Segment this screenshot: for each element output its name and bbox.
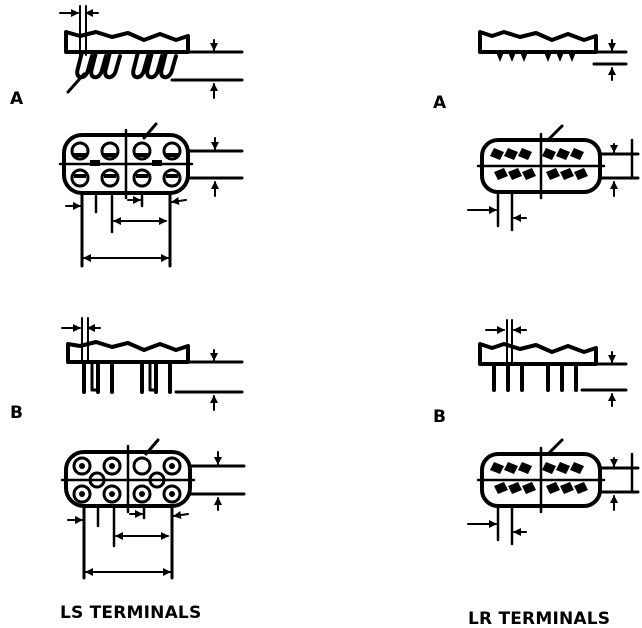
- ls-variant-a-label: A: [10, 89, 24, 109]
- ls-b-top-view: [60, 438, 246, 580]
- ls-a-side-view: [59, 5, 244, 99]
- ls-terminals-title: LS TERMINALS: [60, 603, 201, 623]
- lr-a-side-view: [478, 30, 628, 81]
- lr-variant-b-label: B: [433, 407, 446, 427]
- lr-b-top-view: [467, 438, 640, 546]
- lr-a-top-view: [467, 124, 640, 232]
- lr-terminals-title: LR TERMINALS: [468, 609, 610, 628]
- lr-b-side-view: [478, 319, 628, 407]
- ls-a-top-view: [58, 122, 244, 268]
- ls-b-side-view: [61, 317, 244, 411]
- ls-variant-b-label: B: [10, 403, 23, 423]
- lr-variant-a-label: A: [433, 93, 447, 113]
